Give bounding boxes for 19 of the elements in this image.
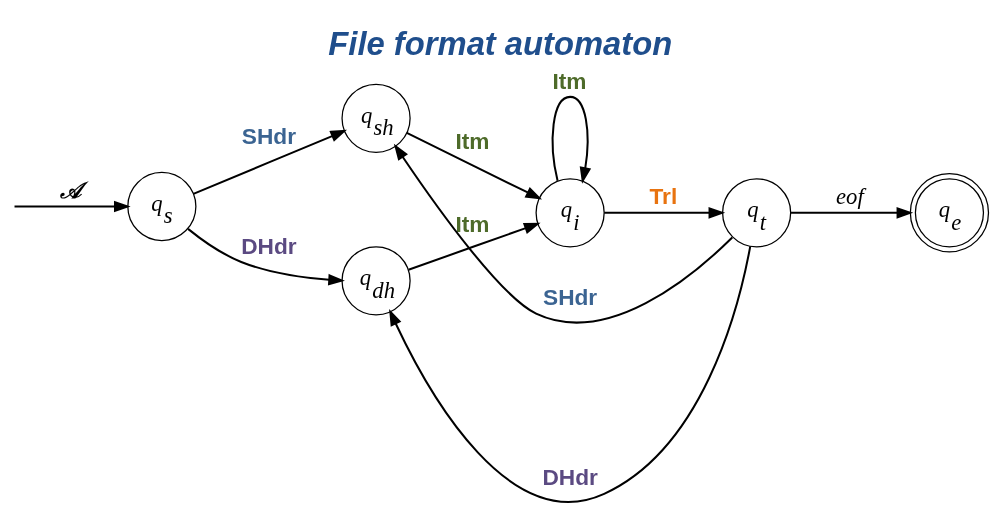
diagram-title: File format automaton (328, 25, 673, 63)
arrow (406, 131, 543, 200)
edge-label: Itm (455, 128, 490, 155)
edge-label: Itm (455, 211, 490, 238)
edge-label: SHdr (241, 123, 297, 149)
arrow (393, 143, 733, 324)
edge-label: Itm (552, 67, 587, 94)
arrow (551, 95, 592, 184)
arrow (187, 228, 345, 286)
edge-label: Trl (649, 183, 678, 210)
edge-label: SHdr (543, 284, 598, 311)
arrow (604, 206, 726, 219)
arrow (193, 129, 347, 195)
edge-label: DHdr (542, 464, 598, 491)
arrow (408, 222, 541, 271)
arrow (14, 200, 131, 213)
edge-label: DHdr (241, 232, 297, 259)
arrow (389, 246, 752, 503)
arrow (791, 206, 914, 219)
